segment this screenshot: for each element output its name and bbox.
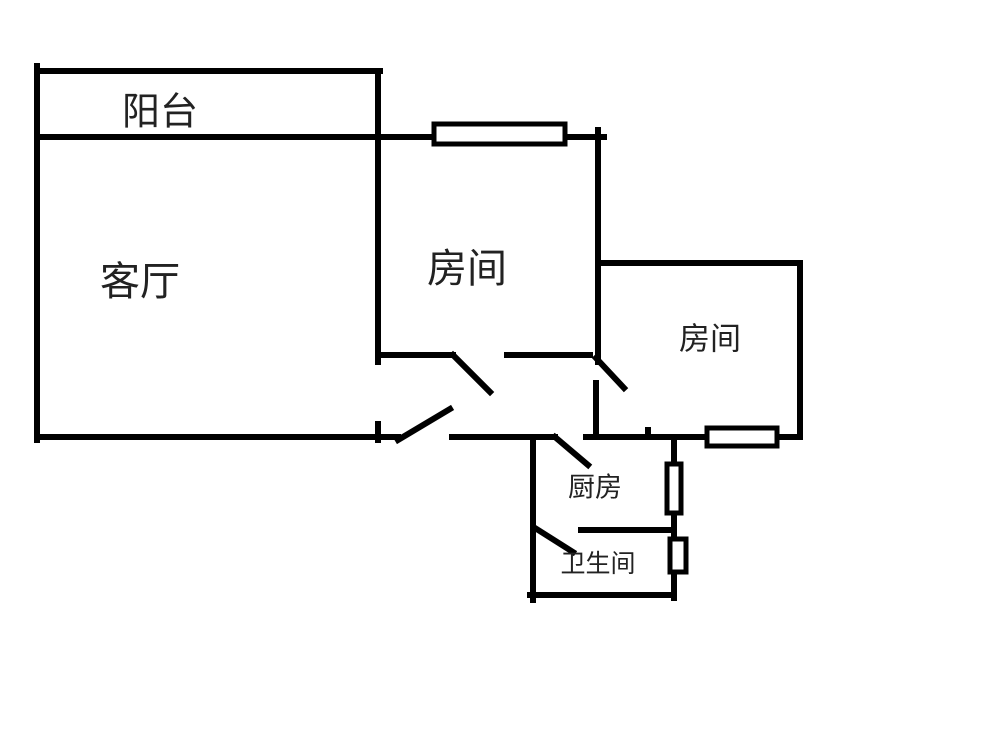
window-bathroom <box>667 536 689 575</box>
windows <box>431 121 780 575</box>
room-label-bathroom: 卫生间 <box>560 549 636 578</box>
door-bathroom <box>530 523 578 557</box>
window-bedroom2 <box>704 425 780 449</box>
door-bedroom1 <box>448 350 495 397</box>
room-label-bedroom-1: 房间 <box>427 246 507 292</box>
door-entrance <box>393 404 455 445</box>
window-kitchen <box>664 461 684 516</box>
room-label-living-room: 客厅 <box>100 259 180 305</box>
room-label-bedroom-2: 房间 <box>679 321 741 358</box>
window-bedroom1 <box>431 121 568 147</box>
door-kitchen <box>550 432 593 470</box>
room-label-balcony: 阳台 <box>121 89 199 134</box>
doors <box>393 350 629 557</box>
door-bedroom2 <box>591 353 629 393</box>
room-label-kitchen: 厨房 <box>568 472 622 504</box>
walls <box>34 63 803 603</box>
